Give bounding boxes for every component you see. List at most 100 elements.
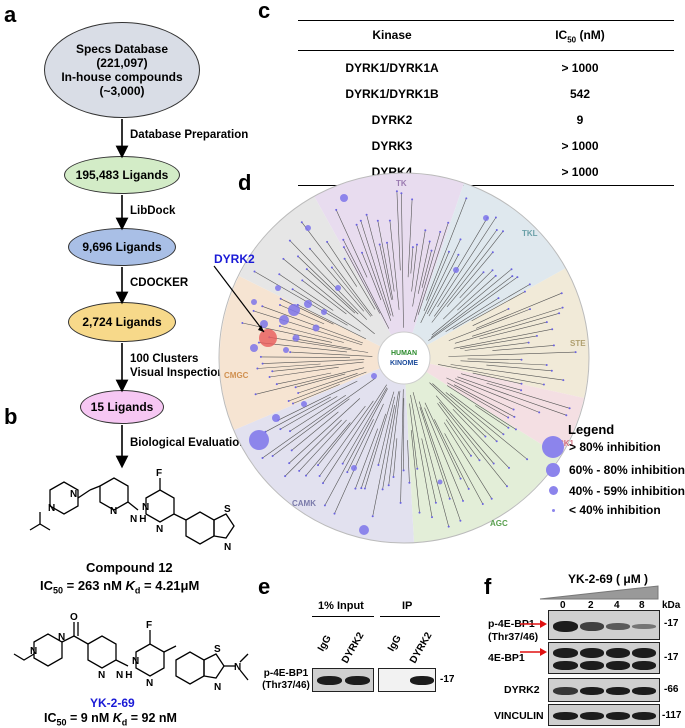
blot-input (312, 668, 374, 692)
kinome-branch (298, 419, 347, 472)
kinome-branch (269, 366, 339, 378)
kinome-branch (378, 396, 395, 466)
kinome-dot (502, 230, 504, 233)
kinome-dot (495, 229, 498, 231)
kinome-branch (460, 335, 537, 349)
kinome-dot (484, 435, 487, 438)
kinome-branch (292, 384, 340, 404)
kinome-branch (453, 384, 515, 418)
group-label: CMGC (224, 371, 249, 380)
kinome-branch (445, 419, 472, 456)
kinome-dot (520, 358, 523, 361)
kinome-dot (388, 219, 391, 222)
kinome-dot (294, 386, 297, 389)
kinome-branch (447, 382, 509, 418)
kinome-branch (455, 378, 540, 413)
table-cell-ic50: > 1000 (561, 139, 599, 154)
kinome-dot (287, 400, 290, 402)
group-label: AGC (490, 519, 508, 528)
kinome-branch (475, 292, 562, 329)
kinome-dot (301, 279, 304, 282)
kinome-branch (319, 400, 374, 477)
atom-label: N (234, 662, 241, 673)
kinome-branch (437, 403, 480, 461)
kinome-branch (255, 367, 365, 395)
kinome-dot (490, 497, 493, 500)
kinome-dot (411, 198, 414, 201)
flow-step-label: Database Preparation (130, 129, 249, 141)
kinome-group-ste (404, 268, 589, 398)
kinome-dot (399, 501, 402, 504)
row-marker: -117 (662, 710, 682, 721)
kinome-hit-dot (351, 465, 357, 471)
kinome-dot (494, 274, 497, 277)
kinome-branch (317, 405, 366, 466)
atom-label: N (58, 632, 65, 643)
kinome-branch (272, 398, 350, 457)
panel-letter-d: d (238, 170, 252, 195)
kinome-branch (290, 351, 373, 357)
group-label: CAMK (292, 499, 316, 508)
kinome-branch (486, 382, 570, 409)
flow-node-text: (221,097) (96, 56, 148, 70)
kinome-dot (574, 351, 577, 354)
flow-node-2724: 2,724 Ligands (68, 302, 176, 342)
kinome-group-tkl (404, 183, 566, 358)
kinome-branch (288, 398, 361, 464)
legend-entry: 60% - 80% inhibition (569, 463, 685, 477)
row-label-vinculin: VINCULIN (494, 710, 544, 722)
kinome-branch (305, 422, 351, 476)
kinome-dot (408, 481, 411, 484)
kinome-branch (295, 373, 346, 388)
kinome-dot (288, 239, 291, 242)
flow-node-database: Specs Database (221,097) In-house compou… (44, 22, 200, 118)
panel-letter-f: f (484, 574, 492, 599)
kinome-branch (335, 209, 368, 278)
kinome-dot (279, 297, 282, 300)
kinome-dot (507, 426, 510, 429)
table-header: Kinase IC50 (nM) (298, 21, 674, 50)
kinome-hit-dot (359, 525, 369, 535)
kinome-branch (414, 231, 441, 323)
kinome-dot (506, 485, 508, 488)
kinome-dot (278, 325, 281, 327)
atom-label: N (70, 489, 77, 500)
kinome-dot (297, 392, 300, 394)
kinome-dot (481, 503, 484, 505)
kinome-group-other (239, 196, 404, 358)
dose-label: 4 (614, 600, 620, 611)
table-row: DYRK1/DYRK1A> 1000 (298, 51, 674, 81)
kinome-dot (359, 219, 362, 222)
kinome-branch (377, 220, 394, 300)
kinome-dot (254, 393, 257, 396)
kinome-branch (444, 433, 484, 505)
kinome-dot (300, 221, 303, 224)
blot-p4ebp1 (548, 610, 660, 640)
kinome-dot (502, 433, 505, 436)
kinome-dot (418, 511, 421, 514)
kinome-dot (355, 223, 358, 226)
kinome-dot (526, 458, 529, 461)
kinome-branch (423, 251, 450, 312)
kinome-dot (343, 257, 346, 260)
kinome-dot (378, 243, 381, 246)
flow-step-label: LibDock (130, 205, 176, 217)
kinome-dot (323, 504, 326, 507)
kinome-dot (381, 488, 384, 491)
flow-step-label: CDOCKER (130, 277, 189, 289)
kinome-dot (459, 477, 462, 480)
legend-entry: 40% - 59% inhibition (569, 484, 685, 498)
kinome-branch (279, 325, 344, 343)
kinome-branch (356, 224, 392, 322)
group-label: TK (396, 179, 407, 188)
kinome-dot (512, 408, 515, 411)
kinome-branch (448, 308, 531, 341)
kinome-branch (428, 276, 518, 341)
kinome-dot (284, 475, 287, 478)
ip-label: IP (402, 600, 413, 612)
kinome-branch (262, 306, 364, 344)
kinome-dot (387, 484, 390, 487)
table-cell-kinase: DYRK3 (371, 139, 413, 154)
kinome-dot (256, 367, 259, 370)
kinome-dot (308, 247, 311, 250)
